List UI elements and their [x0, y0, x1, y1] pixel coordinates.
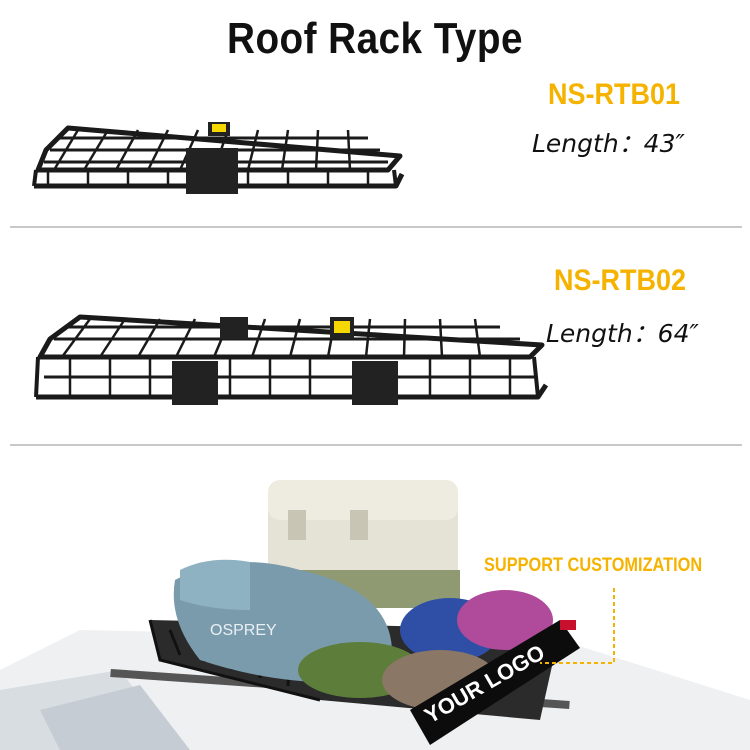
length-ns-rtb02: Length：64″ [546, 319, 699, 348]
support-customization-label: SUPPORT CUSTOMIZATION [484, 555, 703, 576]
roof-rack-image-ns-rtb02 [34, 314, 549, 405]
model-ns-rtb02: NS-RTB02 [554, 264, 687, 297]
divider [10, 444, 742, 446]
roof-rack-image-ns-rtb01 [32, 122, 405, 194]
rack-with-cargo-photo: OSPREY YOUR LOGO [0, 480, 750, 750]
page-title: Roof Rack Type [227, 14, 523, 63]
length-ns-rtb01: Length：43″ [532, 129, 685, 158]
divider [10, 226, 742, 228]
model-ns-rtb01: NS-RTB01 [548, 78, 681, 111]
bag-brand-text: OSPREY [210, 622, 277, 639]
